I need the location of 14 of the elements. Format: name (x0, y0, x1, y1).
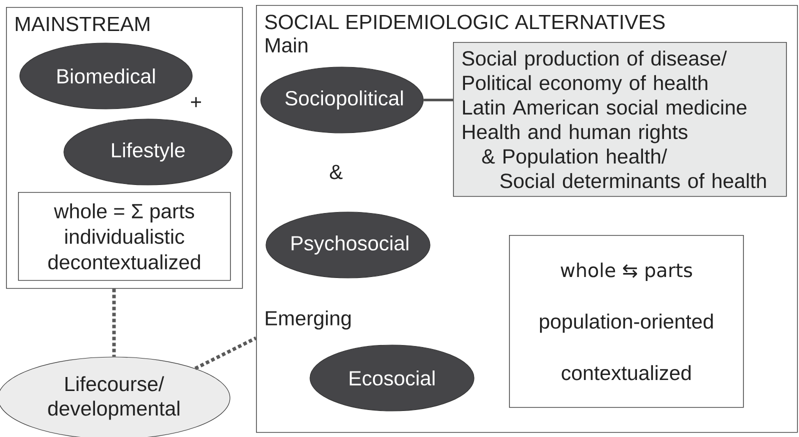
ellipse-node: Psychosocial (266, 212, 430, 278)
ellipse-node: Ecosocial (310, 344, 474, 412)
ellipse-node: Lifecourse/ developmental (0, 356, 230, 437)
ellipse-node: Sociopolitical (260, 66, 424, 134)
connector (112, 288, 116, 357)
label: + (191, 97, 201, 108)
label: Emerging (266, 310, 351, 330)
connector (194, 336, 257, 370)
ellipse-node: Lifestyle (64, 118, 232, 186)
label: & (330, 164, 343, 180)
text-box: Social production of disease/ Political economy of health Latin American social medicine Health and human rights & Population health/ Social determinants of health (453, 42, 787, 197)
text-box: whole = Σ parts individualistic decontextualized (18, 192, 231, 281)
text-box: whole ⇆ parts population-oriented contextualized (509, 235, 744, 408)
connector (424, 98, 453, 102)
